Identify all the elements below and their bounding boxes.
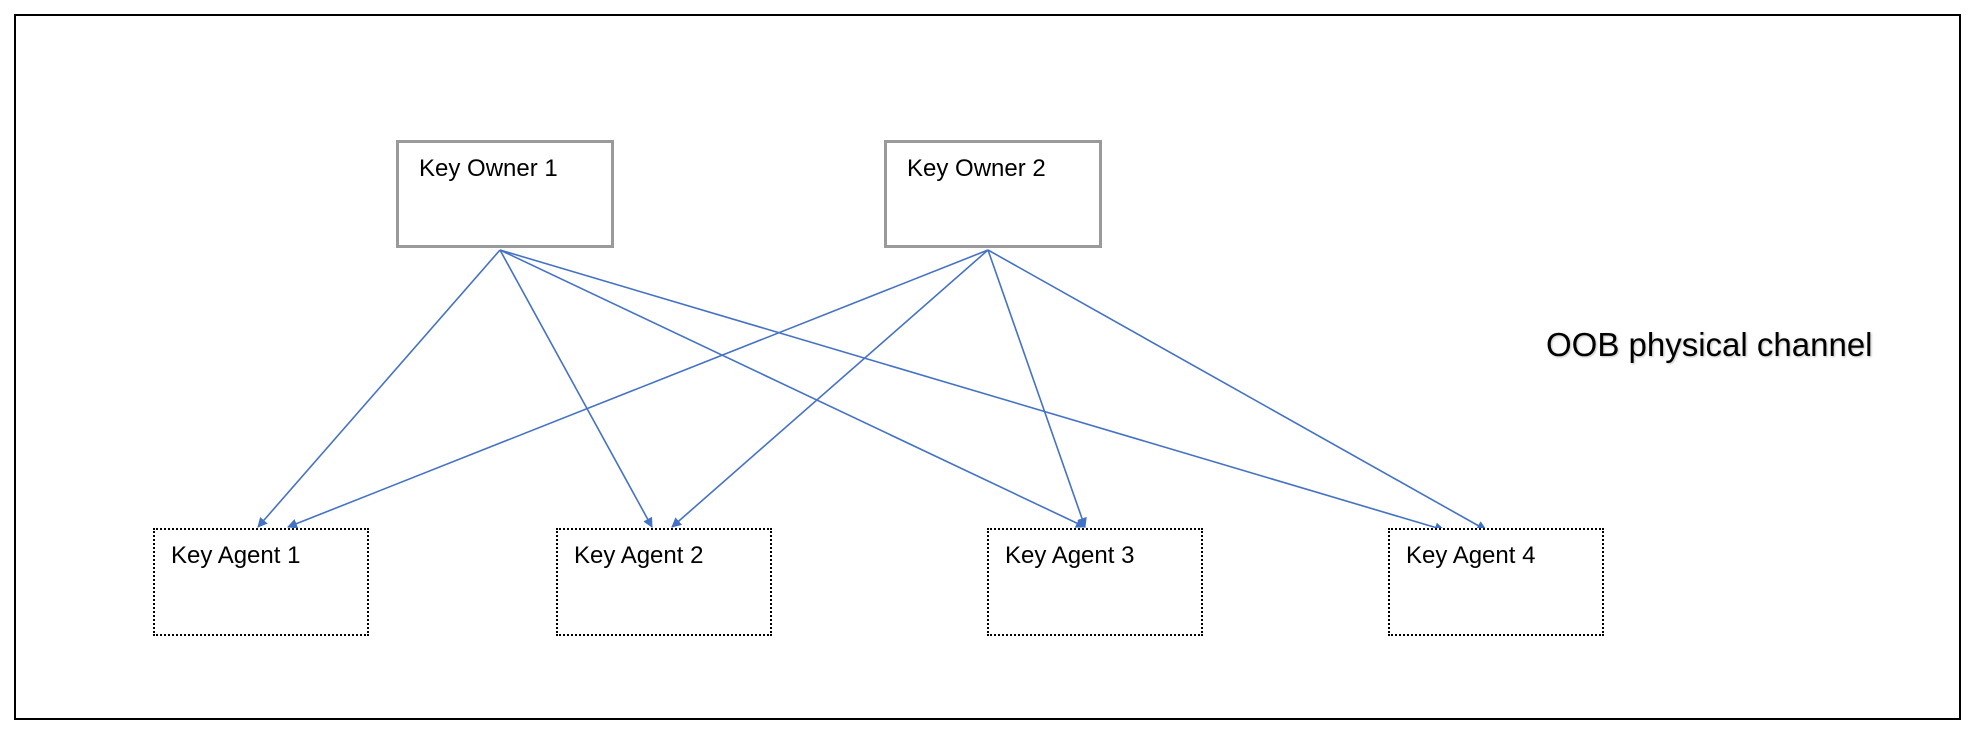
arrow-owner-1-to-agent-2 [499, 249, 653, 528]
key-agent-3-box: Key Agent 3 [987, 528, 1203, 636]
key-agent-1-box: Key Agent 1 [153, 528, 369, 636]
arrow-owner-2-to-agent-4 [987, 249, 1487, 531]
arrow-owner-1-to-agent-4 [499, 249, 1445, 533]
key-agent-1-label: Key Agent 1 [171, 542, 301, 569]
key-agent-3-label: Key Agent 3 [1005, 542, 1135, 569]
arrow-owner-1-to-agent-1 [257, 249, 501, 528]
arrow-owner-1-to-agent-3 [499, 249, 1086, 528]
key-agent-2-box: Key Agent 2 [556, 528, 772, 636]
key-owner-1-box: Key Owner 1 [396, 140, 614, 248]
key-owner-2-box: Key Owner 2 [884, 140, 1102, 248]
key-agent-2-label: Key Agent 2 [574, 542, 704, 569]
arrow-owner-2-to-agent-3 [987, 249, 1087, 528]
arrow-owner-2-to-agent-2 [671, 249, 989, 528]
key-agent-4-label: Key Agent 4 [1406, 542, 1536, 569]
key-owner-1-label: Key Owner 1 [419, 155, 558, 182]
arrow-owner-2-to-agent-1 [287, 249, 989, 529]
oob-channel-label: OOB physical channel [1546, 326, 1873, 363]
key-agent-4-box: Key Agent 4 [1388, 528, 1604, 636]
key-owner-2-label: Key Owner 2 [907, 155, 1046, 182]
diagram-frame [14, 14, 1961, 720]
